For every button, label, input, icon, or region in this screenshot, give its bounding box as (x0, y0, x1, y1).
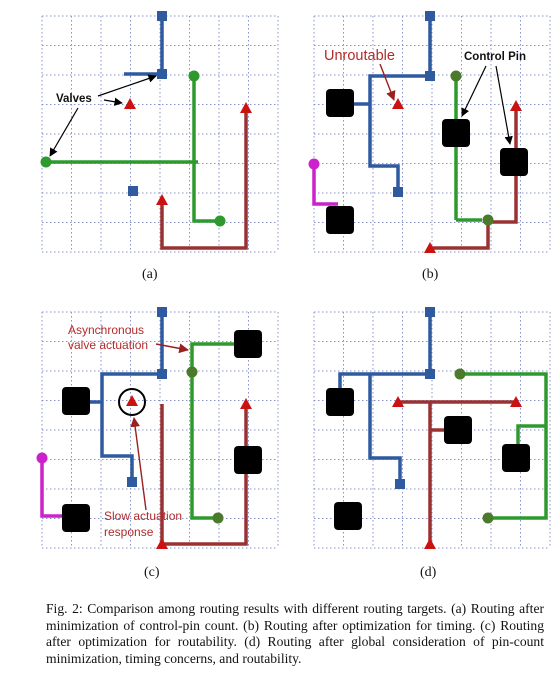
panel-a: Valves (a) (40, 11, 279, 282)
control-pin (326, 206, 354, 234)
valves-arrows (49, 74, 157, 157)
olive-valve (482, 512, 494, 524)
control-pin (62, 504, 90, 532)
olive-valve (454, 368, 466, 380)
red-valve (392, 396, 404, 407)
magenta-route-b (312, 164, 338, 206)
magenta-valve (36, 452, 48, 464)
control-pin (500, 148, 528, 176)
red-valve (126, 395, 138, 406)
red-pin (240, 398, 252, 409)
green-valve (40, 156, 52, 168)
olive-valve (482, 214, 494, 226)
red-pin (240, 102, 252, 113)
async-label-line1: Asynchronous (68, 323, 144, 337)
async-arrow (155, 343, 189, 354)
async-label-line2: valve actuation (68, 338, 148, 352)
control-pin (62, 387, 90, 415)
green-route-c (190, 342, 242, 520)
red-pin (424, 538, 436, 549)
blue-valve (395, 479, 405, 489)
slow-arrow (130, 417, 147, 511)
darkred-route-c (160, 404, 248, 546)
slow-label-line1: Slow actuation (104, 509, 182, 523)
unroutable-arrow (379, 63, 396, 101)
olive-valve (186, 366, 198, 378)
magenta-route-c (40, 458, 68, 518)
slow-label-line2: response (104, 525, 154, 539)
control-pin-arrows (461, 65, 513, 145)
control-pin (326, 89, 354, 117)
blue-pin (425, 11, 435, 21)
blue-valve (425, 369, 435, 379)
control-pin (326, 388, 354, 416)
control-pin (234, 330, 262, 358)
green-pin (188, 70, 200, 82)
control-pin (442, 119, 470, 147)
control-pin (444, 416, 472, 444)
red-valve (392, 98, 404, 109)
control-pin (502, 444, 530, 472)
panel-b: Unroutable Control Pin (b) (308, 11, 551, 282)
panel-label-c: (c) (144, 565, 160, 580)
green-route-b (454, 76, 482, 222)
olive-valve (212, 512, 224, 524)
slow-actuation-highlight-ring (118, 388, 146, 416)
unroutable-label: Unroutable (324, 48, 395, 64)
blue-valve (393, 187, 403, 197)
red-valve (124, 98, 136, 109)
red-pin (156, 538, 168, 549)
panel-c: Asynchronous valve actuation Slow actuat… (36, 307, 279, 580)
panel-label-d: (d) (420, 565, 437, 580)
panel-label-a: (a) (142, 267, 158, 282)
green-route-d (460, 372, 548, 520)
blue-valve (127, 477, 137, 487)
blue-pin (425, 307, 435, 317)
blue-valve (128, 186, 138, 196)
red-pin (510, 100, 522, 111)
red-valve (510, 396, 522, 407)
panel-label-b: (b) (422, 267, 439, 282)
control-pin (234, 446, 262, 474)
figure-caption: Fig. 2: Comparison among routing results… (46, 601, 544, 666)
blue-pin (157, 11, 167, 21)
control-pin (334, 502, 362, 530)
blue-valve (157, 369, 167, 379)
valves-label: Valves (56, 93, 92, 105)
green-valve (214, 215, 226, 227)
green-route-a (46, 76, 220, 223)
blue-valve (157, 69, 167, 79)
olive-valve (450, 70, 462, 82)
blue-valve (425, 71, 435, 81)
darkred-route-a (160, 110, 248, 250)
red-pin (424, 242, 436, 253)
control-pin-label: Control Pin (464, 51, 526, 63)
blue-pin (157, 307, 167, 317)
red-valve (156, 194, 168, 205)
magenta-valve (308, 158, 320, 170)
panel-d: (d) (313, 307, 551, 580)
grid-a (41, 15, 279, 253)
